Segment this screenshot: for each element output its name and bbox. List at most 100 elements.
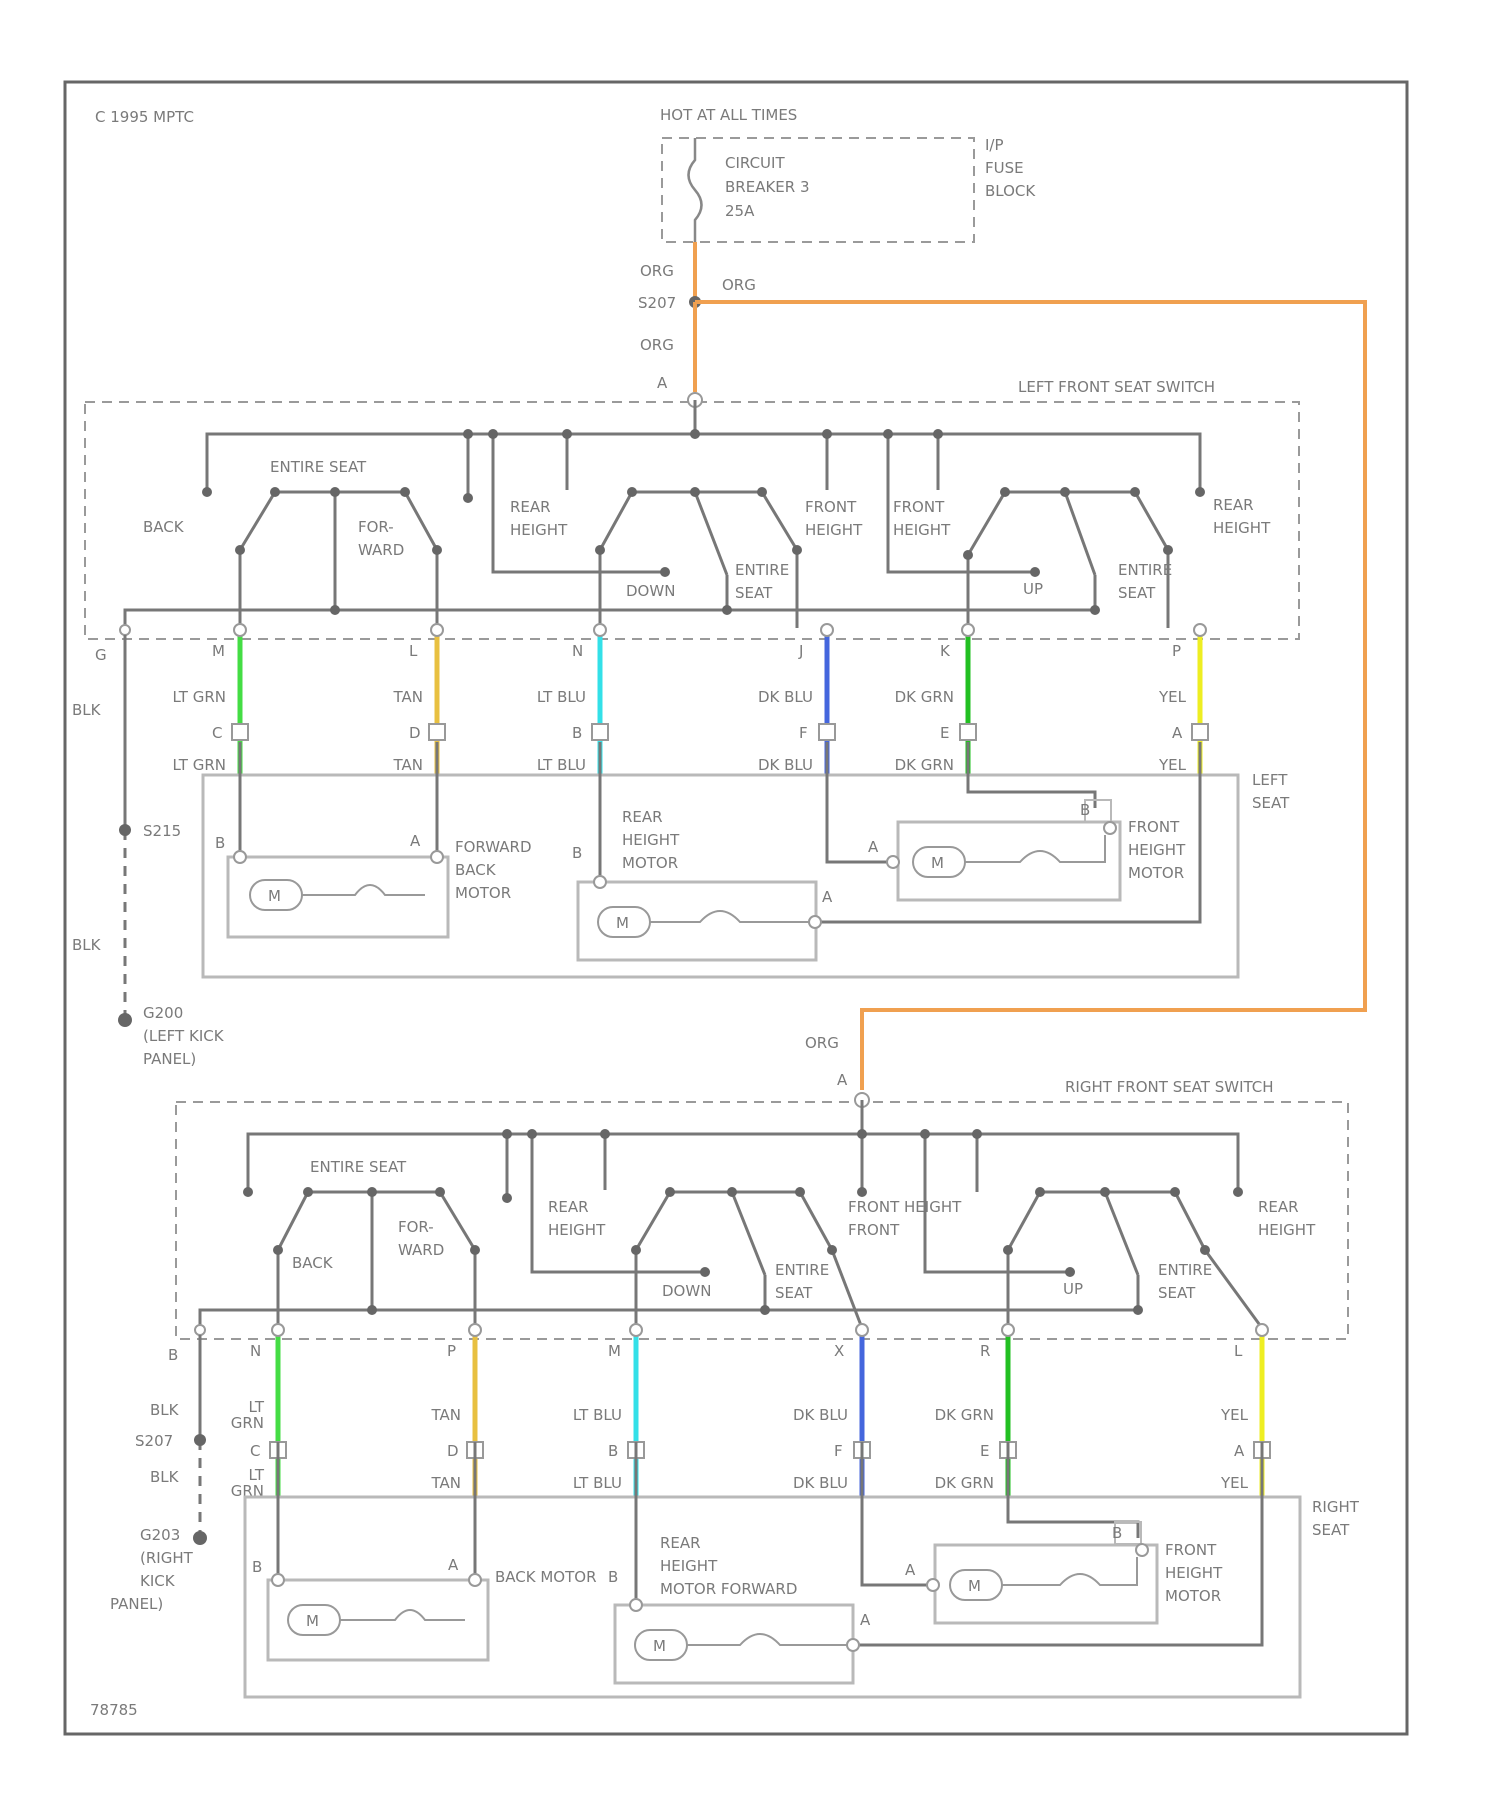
org-wire-label-4: ORG [805, 1034, 839, 1052]
left-pin-label-5: P [1172, 642, 1181, 660]
left-rh-motor-label-3: MOTOR [622, 854, 678, 872]
fuse-block-line-3: BLOCK [985, 182, 1036, 200]
left-rh-motor-m: M [616, 914, 629, 932]
right-feed-pin: A [837, 1071, 848, 1089]
left-rear-height-2-label-1: REAR [1213, 496, 1254, 514]
right-pin-label-0: N [250, 1342, 261, 1360]
left-fh-pin-a: A [868, 838, 879, 856]
left-fh-motor-label-2: HEIGHT [1128, 841, 1186, 859]
left-ground-point-3: PANEL) [143, 1050, 196, 1068]
left-switch-pin-5 [1194, 624, 1206, 636]
right-back-pin-a: A [448, 1556, 459, 1574]
right-down-label: DOWN [662, 1282, 711, 1300]
splice-s207-label: S207 [638, 294, 676, 312]
left-fh-motor-m: M [931, 854, 944, 872]
right-entire-seat-3-label-1: ENTIRE [1158, 1261, 1212, 1279]
left-conn-label-1: D [409, 724, 421, 742]
right-fh-motor-label-1: FRONT [1165, 1541, 1217, 1559]
left-connector-4 [960, 724, 976, 740]
left-wire-label-3-0: DK BLU [758, 688, 813, 706]
left-switch-pin-1 [431, 624, 443, 636]
hot-at-all-times-label: HOT AT ALL TIMES [660, 106, 797, 124]
left-wire2-label-2-0: LT BLU [537, 756, 586, 774]
right-fh-motor-label-3: MOTOR [1165, 1587, 1221, 1605]
left-pin-label-3: J [798, 642, 803, 660]
left-ground-point-2: (LEFT KICK [143, 1027, 225, 1045]
left-connector-5 [1192, 724, 1208, 740]
left-wire-label-0-0: LT GRN [173, 688, 227, 706]
left-conn-label-5: A [1172, 724, 1183, 742]
right-conn-label-5: A [1234, 1442, 1245, 1460]
left-fb-motor-label-3: MOTOR [455, 884, 511, 902]
left-seat-title-1: LEFT [1252, 771, 1288, 789]
right-wire-label-5-0: YEL [1220, 1406, 1249, 1424]
left-entire-seat-2-label-1: ENTIRE [735, 561, 789, 579]
org-wire-label-2: ORG [722, 276, 756, 294]
right-rear-height-2-label-1: REAR [1258, 1198, 1299, 1216]
right-back-pin-b: B [252, 1558, 262, 1576]
left-ground-wire-label: BLK [72, 701, 102, 719]
right-ground-wire-label: BLK [150, 1401, 180, 1419]
right-front-height-label-2: FRONT [848, 1221, 900, 1239]
circuit-breaker-symbol [689, 138, 702, 242]
right-front-seat-switch-box [176, 1102, 1348, 1339]
left-front-height-2-label-1: FRONT [893, 498, 945, 516]
right-wire-label-3-0: DK BLU [793, 1406, 848, 1424]
left-pin-label-1: L [409, 642, 418, 660]
left-connector-1 [429, 724, 445, 740]
left-forward-label-2: WARD [358, 541, 404, 559]
left-fb-motor-label-2: BACK [455, 861, 497, 879]
left-forward-back-motor-box [228, 857, 448, 937]
breaker-line-1: CIRCUIT [725, 154, 785, 172]
right-seat-title-1: RIGHT [1312, 1498, 1360, 1516]
fuse-block-line-2: FUSE [985, 159, 1024, 177]
left-entire-seat-3-label-2: SEAT [1118, 584, 1156, 602]
breaker-line-3: 25A [725, 202, 755, 220]
right-wire2-label-3-0: DK BLU [793, 1474, 848, 1492]
right-back-label: BACK [292, 1254, 334, 1272]
left-pin-label-4: K [940, 642, 951, 660]
right-rh-motor-label-1: REAR [660, 1534, 701, 1552]
right-conn-label-3: F [834, 1442, 843, 1460]
right-wire2-label-4-0: DK GRN [935, 1474, 994, 1492]
left-seat-title-2: SEAT [1252, 794, 1290, 812]
right-ground-point-3: KICK [140, 1572, 176, 1590]
left-connector-3 [819, 724, 835, 740]
right-back-motor-m: M [306, 1612, 319, 1630]
left-entire-seat-3-label-1: ENTIRE [1118, 561, 1172, 579]
right-pin-label-4: R [980, 1342, 990, 1360]
right-wire-label-1-0: TAN [431, 1406, 461, 1424]
left-entire-seat-label: ENTIRE SEAT [270, 458, 367, 476]
left-wire-label-5-0: YEL [1158, 688, 1187, 706]
right-seat-section: A RIGHT FRONT SEAT SWITCH [110, 1071, 1360, 1697]
right-ground-point-2: (RIGHT [140, 1549, 194, 1567]
right-switch-pin-1 [469, 1324, 481, 1336]
right-pin-label-2: M [608, 1342, 621, 1360]
right-switch-pin-3 [856, 1324, 868, 1336]
left-switch-pin-3 [821, 624, 833, 636]
right-wire2-label-2-0: LT BLU [573, 1474, 622, 1492]
left-connector-2 [592, 724, 608, 740]
left-back-label: BACK [143, 518, 185, 536]
right-rh-motor-label-2: HEIGHT [660, 1557, 718, 1575]
right-seat-title-2: SEAT [1312, 1521, 1350, 1539]
left-conn-label-2: B [572, 724, 582, 742]
right-entire-seat-2-label-1: ENTIRE [775, 1261, 829, 1279]
left-ground-wire2-label: BLK [72, 936, 102, 954]
left-entire-seat-2-label-2: SEAT [735, 584, 773, 602]
right-switch-pin-2 [630, 1324, 642, 1336]
left-conn-label-0: C [212, 724, 222, 742]
right-pin-label-3: X [834, 1342, 844, 1360]
right-conn-label-1: D [447, 1442, 459, 1460]
copyright-label: C 1995 MPTC [95, 108, 194, 126]
right-front-seat-switch-title: RIGHT FRONT SEAT SWITCH [1065, 1078, 1274, 1096]
right-switch-pin-0 [272, 1324, 284, 1336]
left-wire-label-4-0: DK GRN [895, 688, 954, 706]
left-fh-motor-label-3: MOTOR [1128, 864, 1184, 882]
right-entire-seat-2-label-2: SEAT [775, 1284, 813, 1302]
right-conn-label-4: E [980, 1442, 989, 1460]
left-wire-label-2-0: LT BLU [537, 688, 586, 706]
right-fh-pin-a: A [905, 1561, 916, 1579]
right-forward-label-1: FOR- [398, 1218, 434, 1236]
fuse-block-dashed-box [662, 138, 974, 242]
